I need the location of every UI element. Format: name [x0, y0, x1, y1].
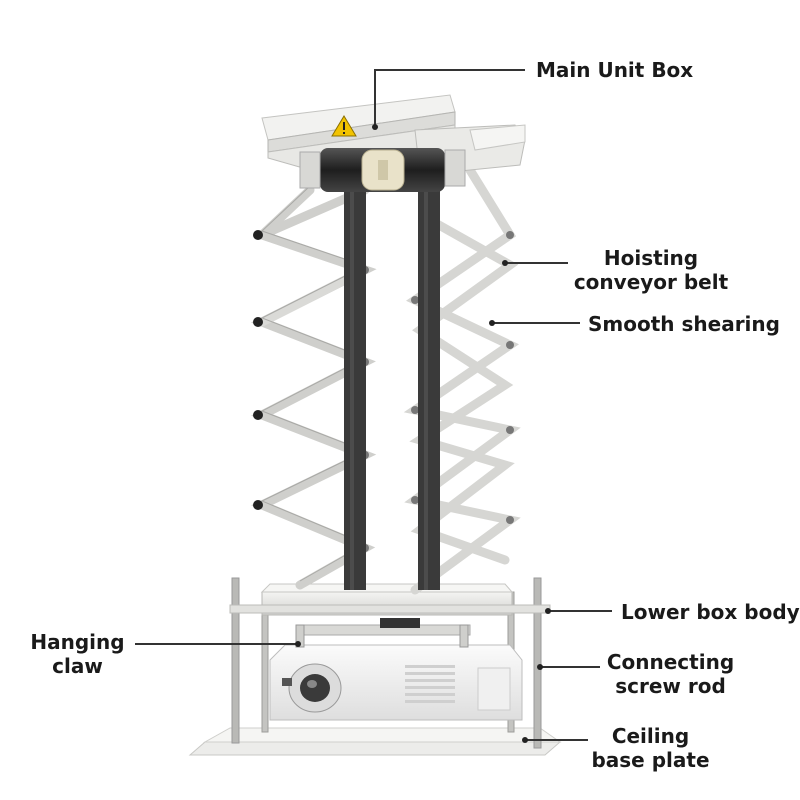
leader-lines [135, 69, 612, 743]
lower-box-body [229, 583, 551, 616]
hoisting-conveyor-belts [344, 190, 440, 590]
label-hoisting-belt-line2: conveyor belt [573, 270, 729, 294]
hanging-claw [295, 618, 471, 648]
label-ceiling-plate-line2: base plate [591, 748, 710, 772]
pivot-pins [253, 230, 514, 552]
label-connecting-rod-line2: screw rod [615, 674, 726, 698]
warning-triangle-icon [331, 115, 357, 137]
label-hanging-claw: Hanging claw [20, 630, 135, 678]
main-unit-box [261, 94, 526, 192]
label-hanging-claw-line1: Hanging [30, 630, 125, 654]
label-smooth-shearing: Smooth shearing [588, 312, 780, 336]
ceiling-base-plate [188, 727, 562, 756]
label-ceiling-base-plate: Ceiling base plate [588, 724, 713, 772]
label-hanging-claw-line2: claw [52, 654, 103, 678]
label-connecting-rod-line1: Connecting [606, 650, 735, 674]
label-ceiling-plate-line1: Ceiling [611, 724, 690, 748]
projector [269, 644, 523, 721]
label-connecting-screw-rod: Connecting screw rod [598, 650, 743, 698]
label-hoisting-belt-line1: Hoisting [603, 246, 699, 270]
label-hoisting-belt: Hoisting conveyor belt [566, 246, 736, 294]
label-main-unit-box: Main Unit Box [536, 58, 694, 82]
scissor-arm-edges-left [260, 185, 367, 582]
label-lower-box-body: Lower box body [621, 600, 800, 624]
